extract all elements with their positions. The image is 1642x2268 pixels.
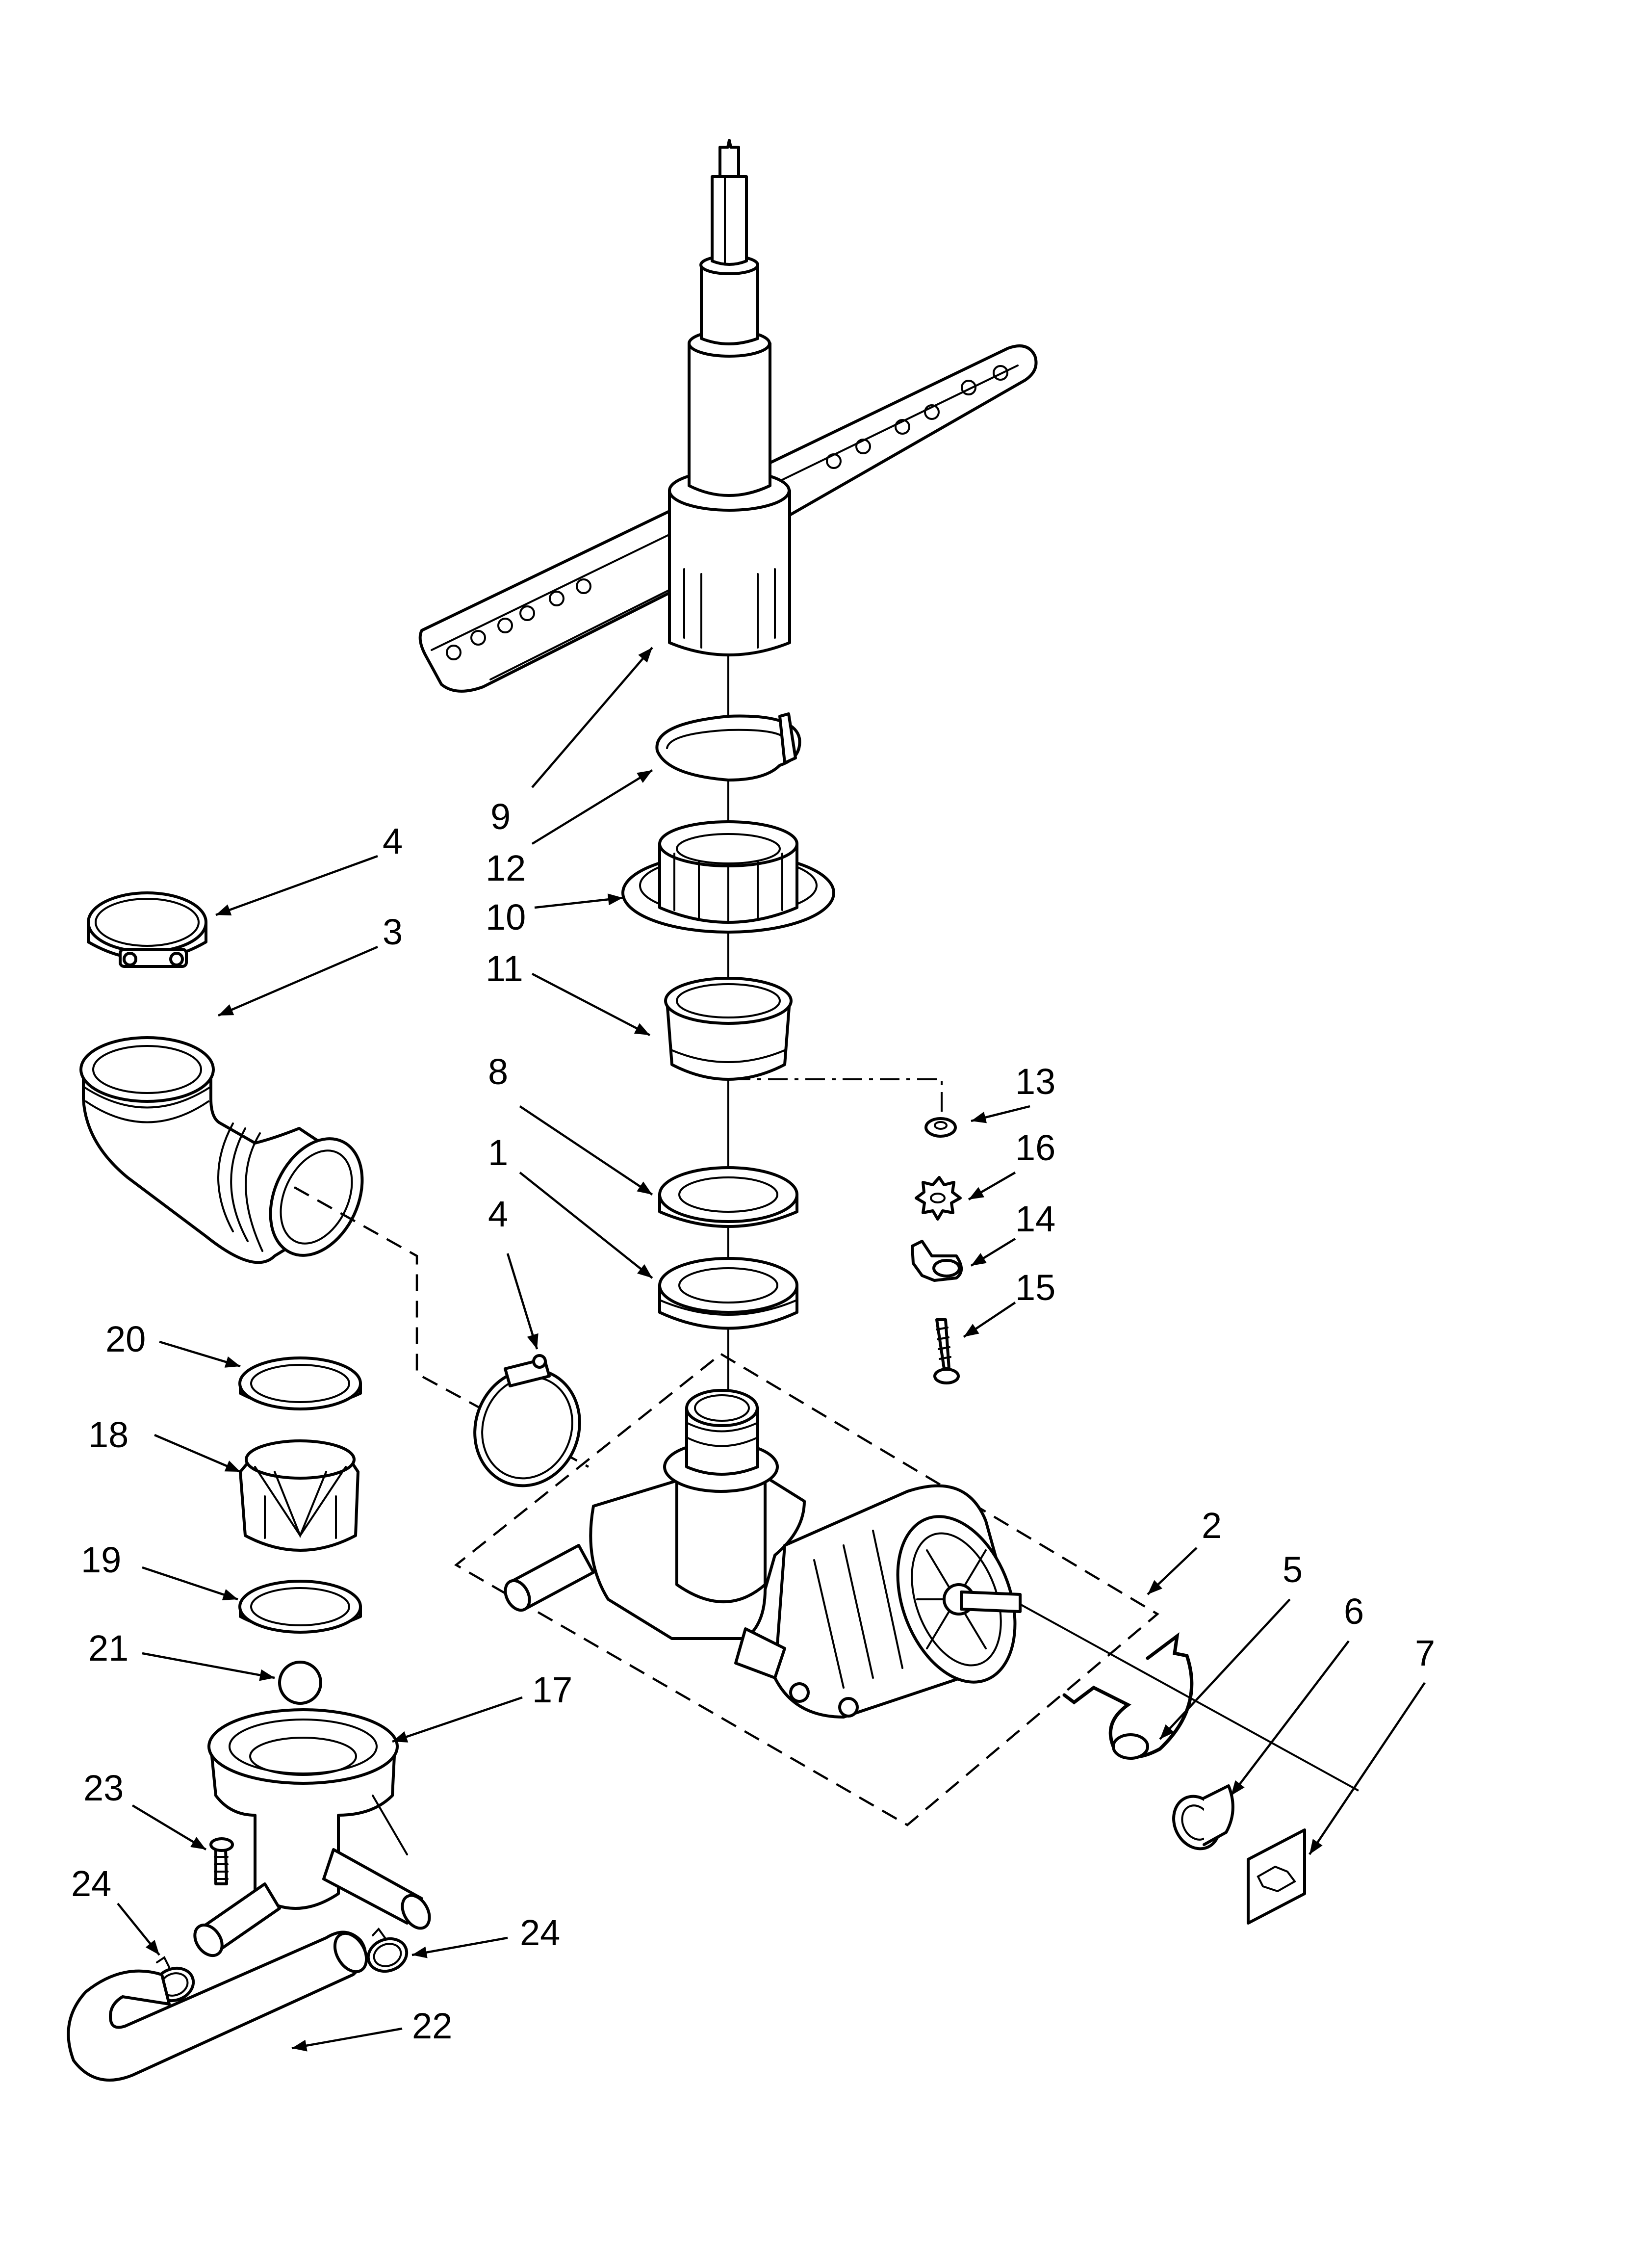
bearing-cup-part-11: [664, 977, 793, 1081]
screw-part-23: [209, 1837, 234, 1885]
callout-3: 3: [383, 912, 403, 952]
callout-22: 22: [412, 2006, 452, 2046]
callout-2: 2: [1202, 1505, 1222, 1546]
filter-cone-part-18: [239, 1439, 359, 1552]
pump-motor-assembly-part-2: [504, 1389, 1022, 1719]
callout-9: 9: [490, 796, 511, 837]
seal-ring-part-8: [658, 1166, 798, 1228]
callout-14: 14: [1015, 1199, 1055, 1239]
callout-8: 8: [488, 1051, 508, 1092]
plate-part-7: [1247, 1828, 1306, 1925]
callout-17: 17: [532, 1669, 572, 1710]
callout-4-middle: 4: [488, 1194, 508, 1234]
spring-clip-part-5: [1062, 1632, 1194, 1760]
callout-6: 6: [1344, 1591, 1364, 1632]
screw-group-reference-line: [731, 1078, 943, 1119]
callout-4-upper: 4: [383, 821, 403, 861]
callout-16: 16: [1015, 1127, 1055, 1168]
hose-clamp-part-4-lower: [473, 1354, 581, 1487]
callout-19: 19: [81, 1539, 121, 1580]
callout-7: 7: [1415, 1633, 1435, 1673]
hose-clamp-part-4-upper: [87, 891, 207, 968]
screw-part-15: [933, 1318, 960, 1384]
star-washer-part-16: [915, 1176, 962, 1221]
sump-housing-part-17: [193, 1708, 431, 1957]
hose-clamp-part-24-right: [366, 1927, 409, 1973]
bracket-part-14: [911, 1240, 963, 1282]
snap-ring-part-12: [655, 712, 801, 782]
callout-24-right: 24: [520, 1912, 560, 1953]
callout-5: 5: [1283, 1549, 1303, 1590]
ring-part-20: [238, 1356, 362, 1410]
callout-23: 23: [83, 1768, 124, 1808]
elbow-hose-part-3: [79, 1036, 364, 1264]
callout-leaders: [117, 647, 1426, 2052]
callout-18: 18: [88, 1414, 128, 1455]
callout-labels: 9 12 10 11 8 1 4 4 3 13 16 14 15 2 5 6 7…: [71, 796, 1435, 2046]
callout-12: 12: [486, 848, 526, 888]
ball-part-21: [278, 1661, 322, 1705]
callout-24-left: 24: [71, 1863, 111, 1904]
ring-part-19: [238, 1580, 362, 1634]
callout-21: 21: [88, 1628, 128, 1668]
callout-13: 13: [1015, 1061, 1055, 1102]
callout-11: 11: [486, 948, 523, 989]
u-hose-part-22: [67, 1930, 368, 2082]
nut-part-13: [924, 1117, 957, 1138]
flange-nut-part-10: [621, 820, 835, 934]
callout-20: 20: [105, 1319, 146, 1359]
callout-15: 15: [1015, 1267, 1055, 1308]
gasket-part-1: [658, 1257, 798, 1330]
bushing-part-6: [1172, 1784, 1234, 1851]
callout-10: 10: [486, 897, 526, 938]
callout-1: 1: [488, 1132, 508, 1173]
spray-arm-part-9: [418, 139, 1038, 693]
pump-motor-assembly-box: [454, 1353, 1159, 1826]
